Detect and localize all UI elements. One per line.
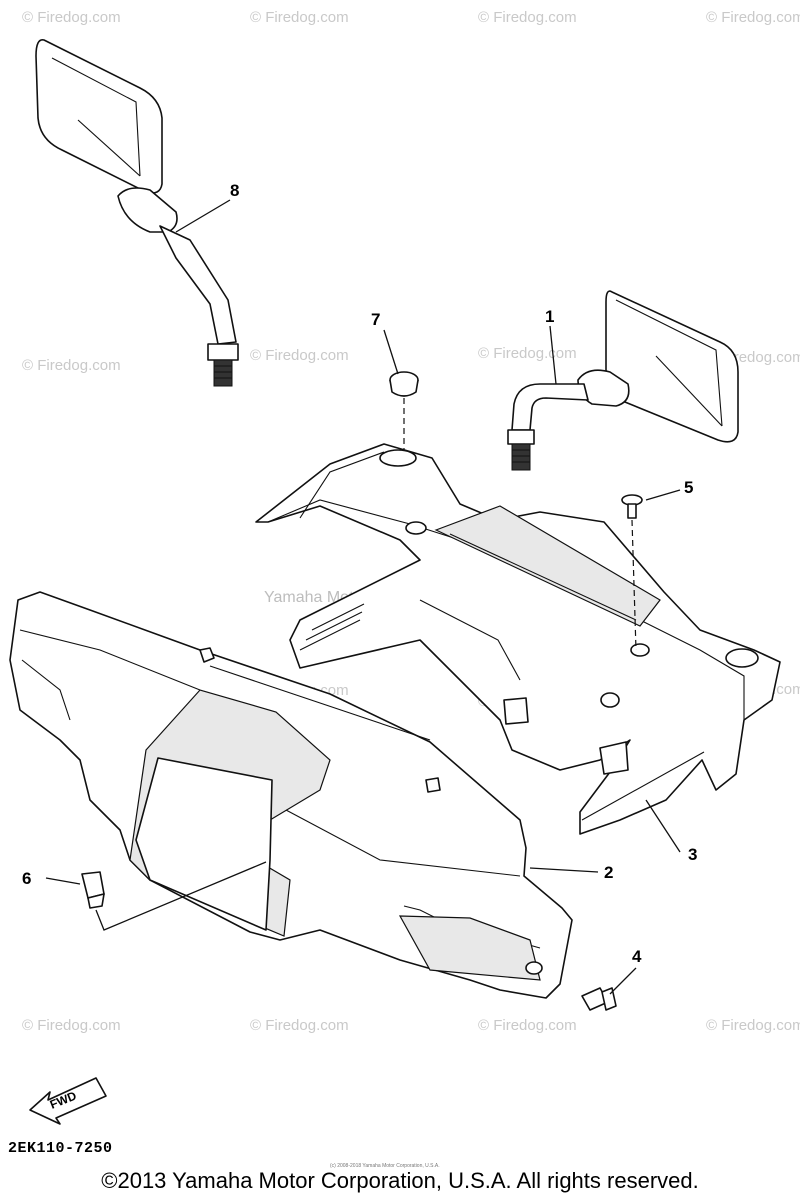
watermark: © Firedog.com [250,9,349,26]
watermark: © Firedog.com [22,357,121,374]
callout-7: 7 [371,310,380,329]
callout-labels: 8 1 7 5 2 3 4 6 [22,181,697,966]
watermark: © Firedog.com [706,1017,800,1034]
upper-handlebar-cover[interactable] [9,591,573,999]
callout-1: 1 [545,307,554,326]
watermark: © Firedog.com [22,9,121,26]
clip-nut[interactable] [81,861,267,931]
copyright-notice: ©2013 Yamaha Motor Corporation, U.S.A. A… [101,1168,699,1193]
watermark: © Firedog.com [478,1017,577,1034]
callout-2: 2 [604,863,613,882]
lower-handlebar-cover[interactable] [255,443,781,835]
callout-3: 3 [688,845,697,864]
watermark: © Firedog.com [706,9,800,26]
watermark: © Firedog.com [478,345,577,362]
leader-lines [45,199,681,995]
callout-8: 8 [230,181,239,200]
callout-5: 5 [684,478,693,497]
bolt[interactable] [581,987,617,1011]
right-mirror[interactable] [507,290,739,471]
left-mirror[interactable] [35,39,239,387]
fine-print: (c) 2008-2018 Yamaha Motor Corporation, … [330,1163,440,1169]
watermark: © Firedog.com [250,1017,349,1034]
rubber-cap[interactable] [389,371,419,450]
watermark: © Firedog.com [478,9,577,26]
screw[interactable] [621,494,643,651]
callout-4: 4 [632,947,642,966]
watermark: © Firedog.com [22,1017,121,1034]
callout-6: 6 [22,869,31,888]
drawing-code: 2EK110-7250 [8,1140,113,1157]
watermark: © Firedog.com [250,347,349,364]
fwd-arrow: FWD [29,1077,107,1125]
